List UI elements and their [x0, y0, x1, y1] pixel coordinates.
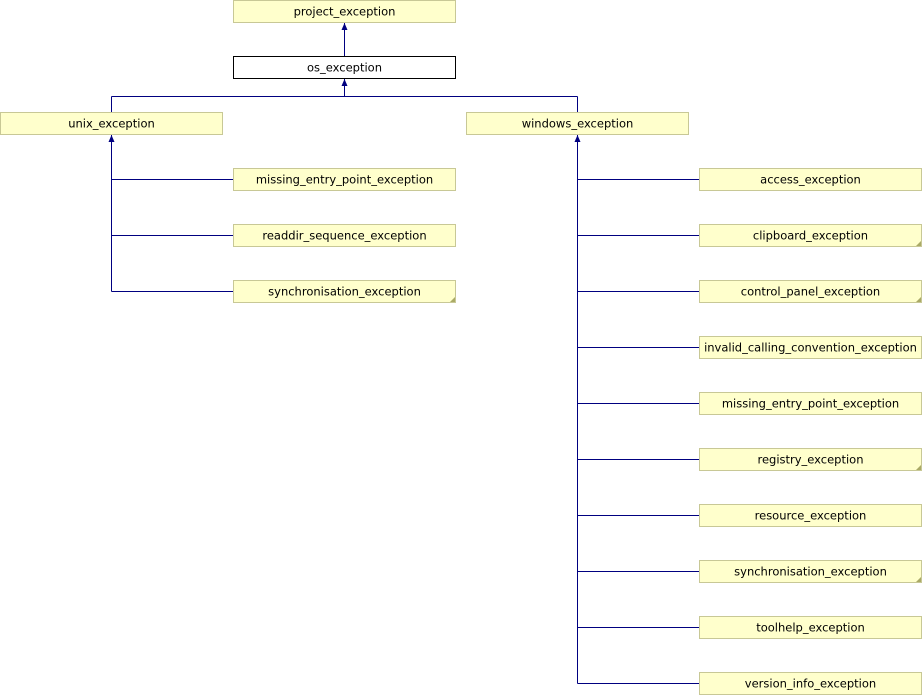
node-windows-child[interactable]: invalid_calling_convention_exception [699, 336, 922, 359]
node-unix-child[interactable]: readdir_sequence_exception [233, 224, 456, 247]
node-windows-child[interactable]: missing_entry_point_exception [699, 392, 922, 415]
windows-trunk-arrow [574, 135, 581, 142]
node-windows-exception-label: windows_exception [522, 117, 634, 131]
node-windows-child[interactable]: access_exception [699, 168, 922, 191]
folded-corner-marker [916, 577, 921, 582]
node-windows-child[interactable]: registry_exception [699, 448, 922, 471]
node-project-exception-label: project_exception [294, 5, 396, 19]
node-windows-child-label: missing_entry_point_exception [722, 397, 899, 411]
node-windows-child-label: resource_exception [755, 509, 867, 523]
folded-corner-marker [916, 241, 921, 246]
folded-corner-marker [450, 297, 455, 302]
node-unix-child-box [233, 280, 456, 303]
node-unix-child[interactable]: synchronisation_exception [233, 280, 456, 303]
folded-corner-marker [916, 465, 921, 470]
node-windows-child-label: registry_exception [757, 453, 863, 467]
node-unix-child-box [233, 224, 456, 247]
node-windows-exception-box [466, 112, 689, 135]
node-project-exception-box [233, 0, 456, 23]
node-windows-child[interactable]: control_panel_exception [699, 280, 922, 303]
node-unix-child-label: readdir_sequence_exception [262, 229, 426, 243]
node-windows-child[interactable]: version_info_exception [699, 672, 922, 695]
inherit-arrow-os [341, 23, 348, 30]
node-unix-child[interactable]: missing_entry_point_exception [233, 168, 456, 191]
node-project-exception[interactable]: project_exception [233, 0, 456, 23]
node-windows-child-label: toolhelp_exception [756, 621, 865, 635]
node-windows-child-label: clipboard_exception [753, 229, 868, 243]
node-windows-child-label: synchronisation_exception [734, 565, 887, 579]
node-windows-child-label: control_panel_exception [741, 285, 880, 299]
inherit-arrow-platforms [341, 79, 348, 86]
node-windows-child[interactable]: resource_exception [699, 504, 922, 527]
node-windows-exception[interactable]: windows_exception [466, 112, 689, 135]
node-unix-child-label: missing_entry_point_exception [256, 173, 433, 187]
folded-corner-marker [916, 297, 921, 302]
edges-layer [108, 23, 699, 684]
node-windows-child-label: access_exception [760, 173, 861, 187]
node-unix-exception[interactable]: unix_exception [0, 112, 223, 135]
node-os-exception-box [233, 56, 456, 79]
node-windows-child[interactable]: clipboard_exception [699, 224, 922, 247]
node-unix-child-label: synchronisation_exception [268, 285, 421, 299]
node-unix-exception-box [0, 112, 223, 135]
node-windows-child[interactable]: synchronisation_exception [699, 560, 922, 583]
node-windows-child-label: invalid_calling_convention_exception [704, 341, 917, 355]
node-unix-exception-label: unix_exception [68, 117, 155, 131]
node-unix-child-box [233, 168, 456, 191]
unix-trunk-arrow [108, 135, 115, 142]
node-os-exception-label: os_exception [307, 61, 382, 75]
node-windows-child-label: version_info_exception [745, 677, 876, 691]
node-windows-child[interactable]: toolhelp_exception [699, 616, 922, 639]
node-os-exception[interactable]: os_exception [233, 56, 456, 79]
